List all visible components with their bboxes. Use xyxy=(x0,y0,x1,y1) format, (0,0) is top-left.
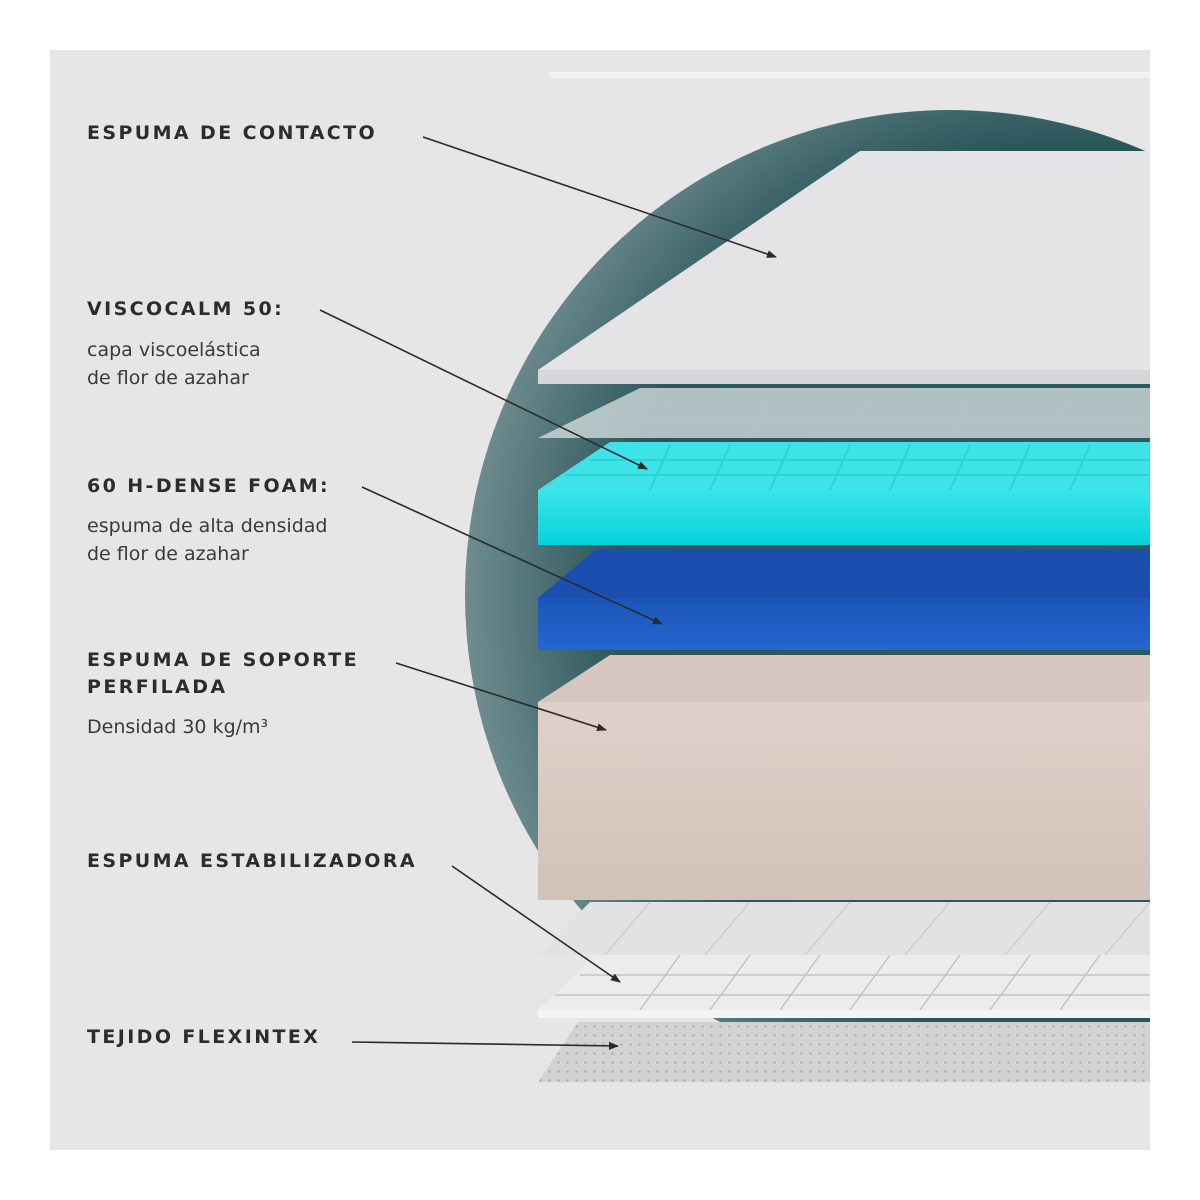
label-dense-foam: 60 H-DENSE FOAM: xyxy=(87,475,331,497)
label-viscocalm: VISCOCALM 50: xyxy=(87,298,285,320)
stabilizer-layer-upper xyxy=(538,902,1150,955)
arrow-estabilizadora xyxy=(451,865,621,983)
label-espuma-contacto: ESPUMA DE CONTACTO xyxy=(87,122,378,144)
label-estabilizadora: ESPUMA ESTABILIZADORA xyxy=(87,850,417,872)
arrow-tejido xyxy=(351,1041,619,1050)
top-strip xyxy=(550,72,1150,78)
desc-soporte: Densidad 30 kg/m³ xyxy=(87,716,269,738)
dense-foam-layer-top xyxy=(538,550,1150,598)
desc-dense-foam-line2: de flor de azahar xyxy=(87,543,249,565)
label-tejido: TEJIDO FLEXINTEX xyxy=(87,1026,321,1048)
visco-cover-layer xyxy=(538,388,1150,438)
mattress-layers-illustration xyxy=(319,72,1150,1082)
viscocalm-layer-front xyxy=(538,490,1150,545)
diagram-panel: ESPUMA DE CONTACTO VISCOCALM 50: capa vi… xyxy=(50,50,1150,1150)
desc-viscocalm-line1: capa viscoelástica xyxy=(87,339,261,361)
label-soporte-line1: ESPUMA DE SOPORTE xyxy=(87,649,360,671)
arrow-espuma-contacto xyxy=(422,136,777,258)
support-foam-layer-top xyxy=(538,655,1150,702)
label-soporte-line2: PERFILADA xyxy=(87,676,228,698)
arrow-viscocalm xyxy=(319,309,648,470)
dense-foam-layer-front xyxy=(538,598,1150,650)
stabilizer-layer-lower xyxy=(538,955,1150,1010)
stabilizer-edge xyxy=(538,1010,1150,1018)
flexintex-fabric-texture xyxy=(538,1022,1150,1082)
contact-foam-layer xyxy=(538,151,1150,370)
arrow-soporte xyxy=(395,662,607,732)
contact-foam-edge xyxy=(538,370,1150,384)
desc-dense-foam-line1: espuma de alta densidad xyxy=(87,515,328,537)
arrow-dense-foam xyxy=(361,486,663,625)
desc-viscocalm-line2: de flor de azahar xyxy=(87,367,249,389)
support-foam-layer-front xyxy=(538,702,1150,900)
viscocalm-layer-top xyxy=(538,442,1150,490)
